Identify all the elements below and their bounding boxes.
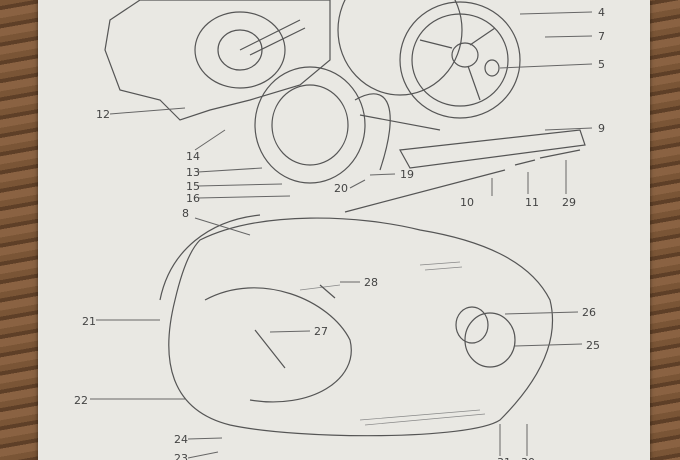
part-label-28: 28	[364, 276, 378, 289]
leader-line-20	[349, 179, 366, 189]
part-label-10: 10	[460, 196, 474, 209]
leader-line-8	[194, 217, 251, 236]
leader-line-19	[369, 173, 396, 176]
part-label-15: 15	[186, 180, 200, 193]
part-label-5: 5	[598, 58, 605, 71]
leader-line-9	[544, 127, 593, 131]
part-label-31: 31	[497, 456, 511, 460]
part-label-12: 12	[96, 108, 110, 121]
leader-line-23	[187, 451, 219, 459]
part-label-23: 23	[174, 452, 188, 460]
leader-line-7	[544, 35, 593, 38]
part-label-24: 24	[174, 433, 188, 446]
leader-line-14	[194, 129, 226, 151]
part-label-25: 25	[586, 339, 600, 352]
part-label-30: 30	[521, 456, 535, 460]
part-label-29: 29	[562, 196, 576, 209]
leader-line-27	[269, 330, 311, 333]
leader-line-15	[197, 183, 283, 187]
leader-line-16	[197, 195, 291, 199]
outer-chaincase-cover	[159, 214, 554, 437]
leader-line-13	[197, 167, 263, 173]
leader-line-5	[499, 63, 593, 69]
part-label-14: 14	[186, 150, 200, 163]
part-label-7: 7	[598, 30, 605, 43]
leader-line-4	[519, 11, 593, 15]
part-label-4: 4	[598, 6, 605, 19]
leader-line-12	[109, 107, 186, 115]
part-label-16: 16	[186, 192, 200, 205]
leader-line-26	[504, 311, 579, 315]
part-label-27: 27	[314, 325, 328, 338]
clutch-cover-plate	[337, 0, 521, 119]
alternator-stator	[254, 66, 441, 184]
crankcase-housing	[104, 0, 331, 121]
part-label-11: 11	[525, 196, 539, 209]
part-label-13: 13	[186, 166, 200, 179]
part-label-21: 21	[82, 315, 96, 328]
part-label-26: 26	[582, 306, 596, 319]
pushrod-and-links	[344, 129, 586, 213]
paper-sheet	[38, 0, 650, 460]
part-label-22: 22	[74, 394, 88, 407]
leader-line-25	[514, 343, 583, 347]
leader-line-24	[187, 437, 223, 440]
part-label-19: 19	[400, 168, 414, 181]
part-label-9: 9	[598, 122, 605, 135]
part-label-8: 8	[182, 207, 189, 220]
part-label-20: 20	[334, 182, 348, 195]
